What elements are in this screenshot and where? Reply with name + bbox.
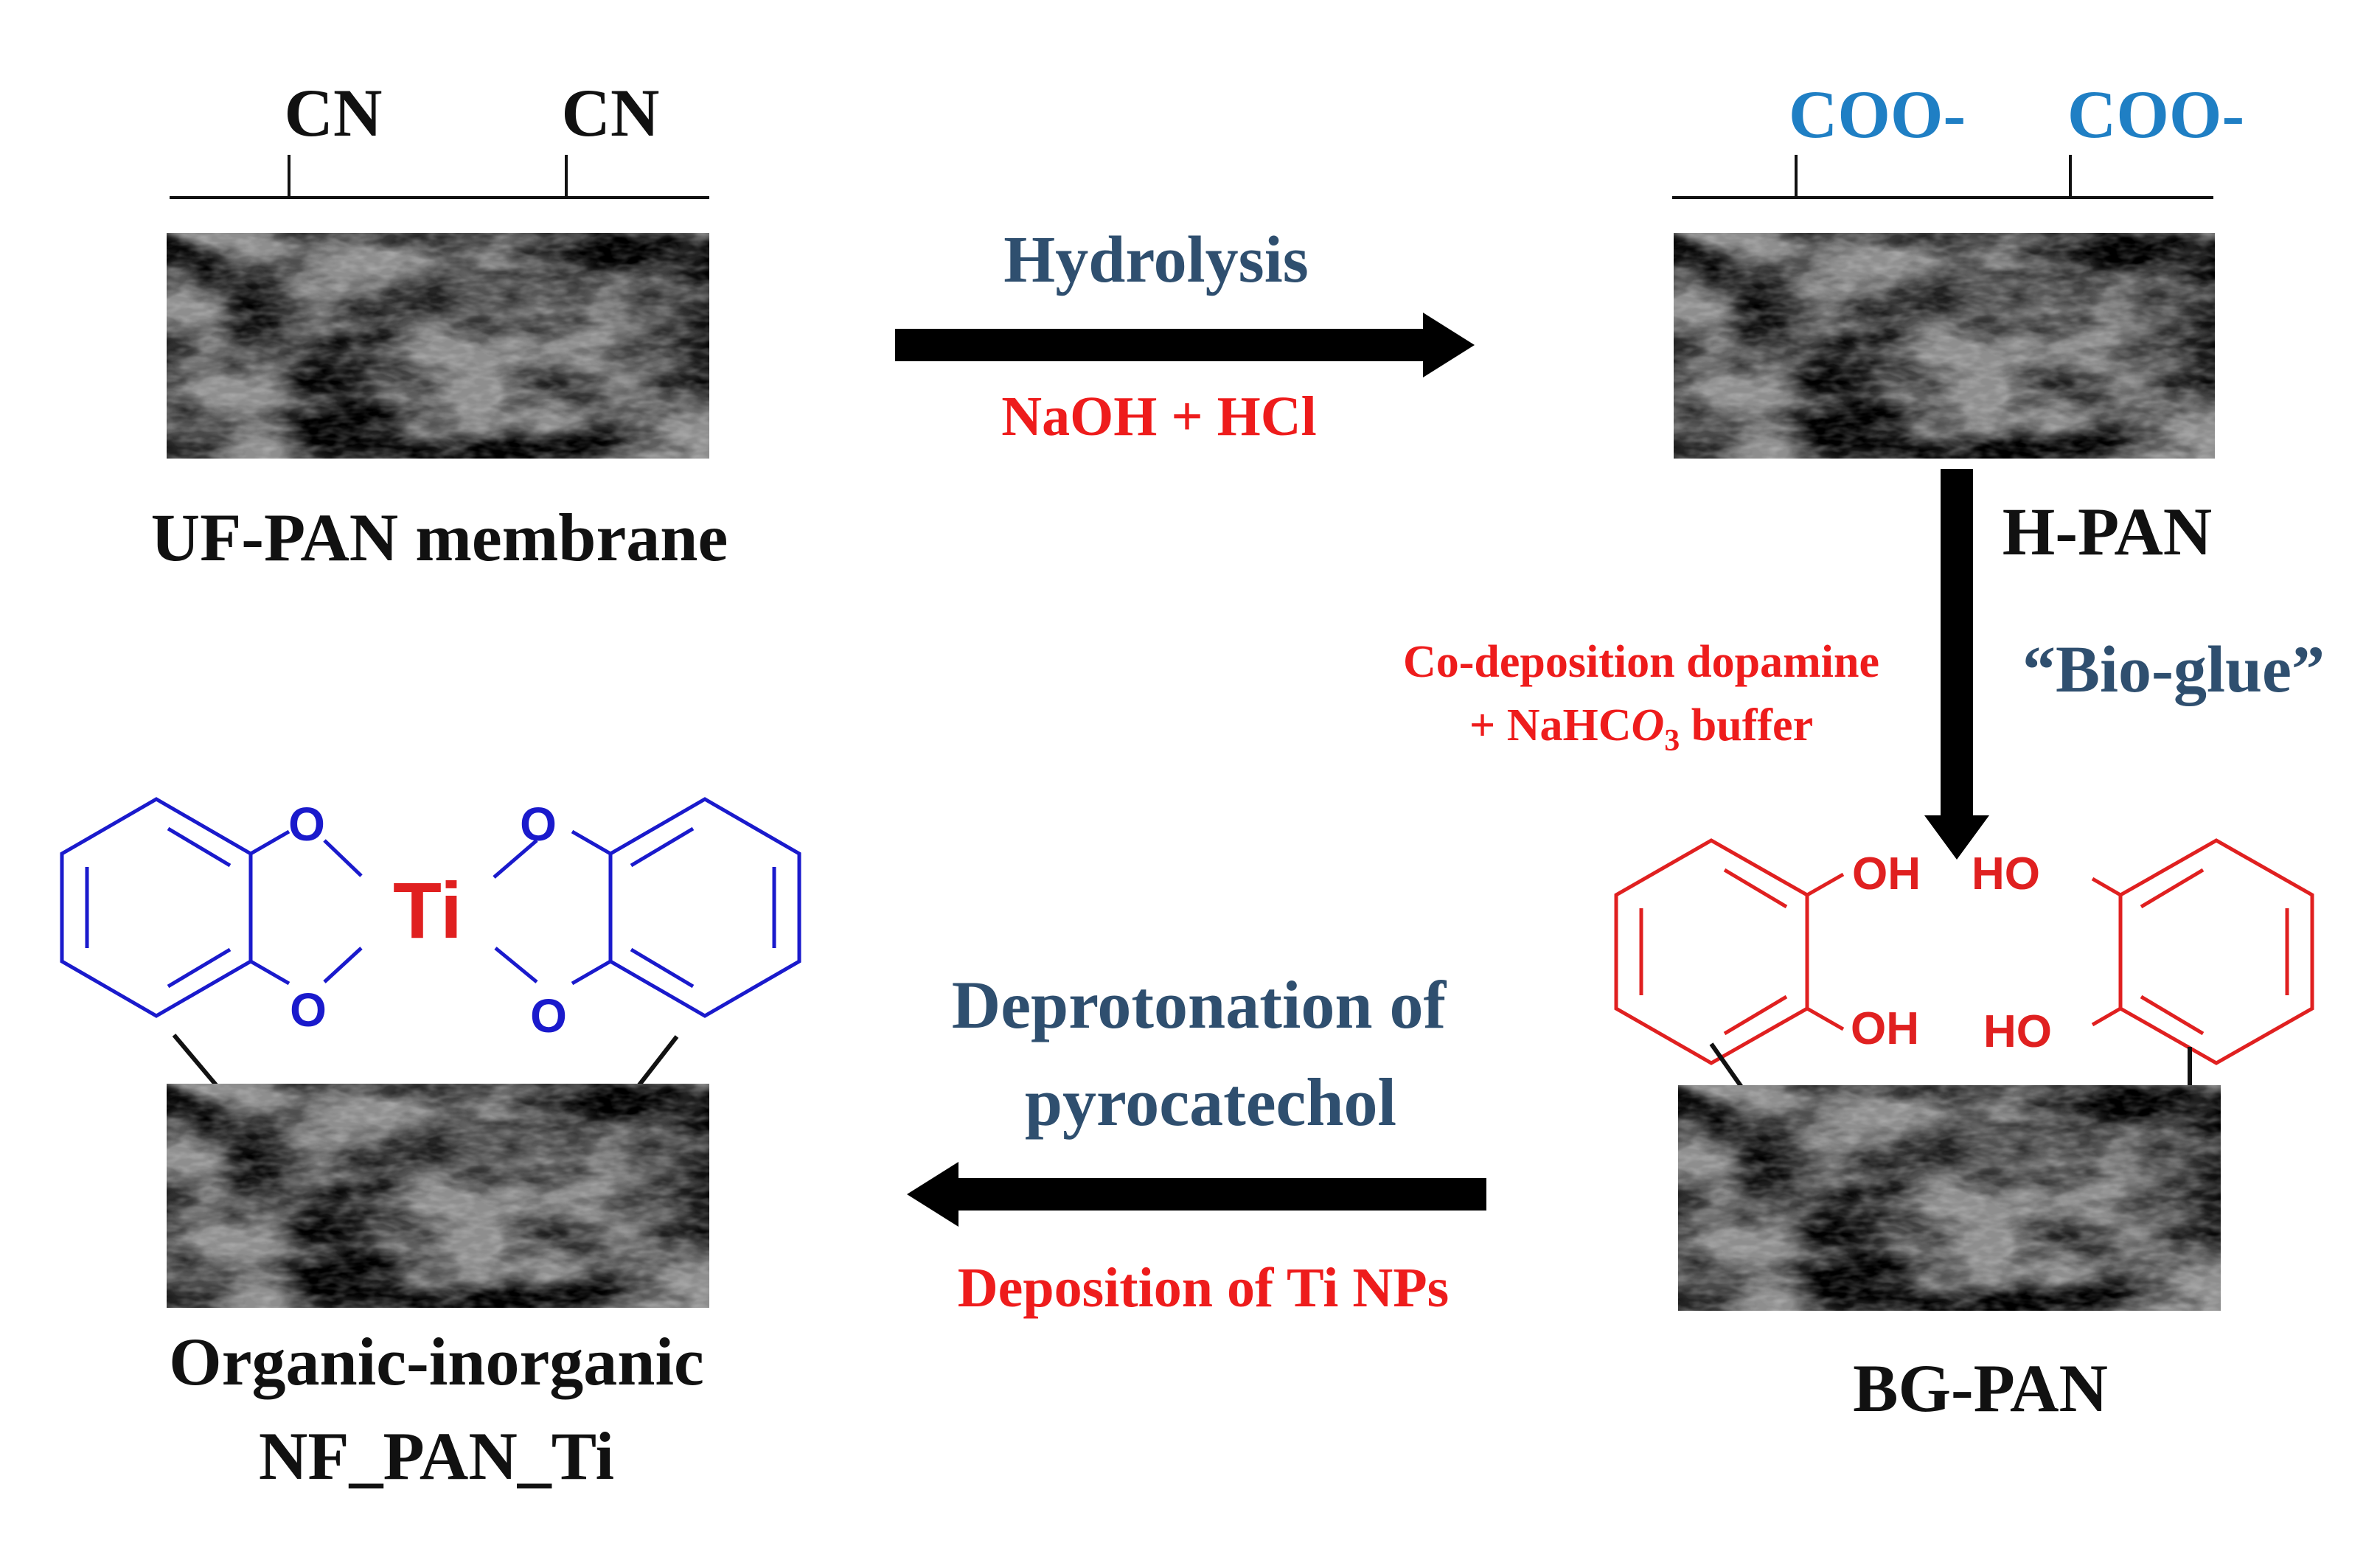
- catechol-ring-right: [2091, 838, 2314, 1065]
- step-title: Deprotonation of: [952, 967, 1447, 1042]
- step-title: pyrocatechol: [1025, 1065, 1396, 1140]
- hydroxyl-label: HO: [1972, 849, 2040, 899]
- reagent-label: Deposition of Ti NPs: [958, 1257, 1450, 1319]
- phenyl-ring-right: [493, 797, 801, 1018]
- reagent-label: NaOH + HCl: [1001, 386, 1317, 447]
- hydrolysis-step: Hydrolysis NaOH + HCl: [895, 223, 1475, 447]
- hydroxyl-label: OH: [1851, 1003, 1919, 1054]
- membrane-image: [167, 1084, 709, 1308]
- cn-group-label: CN: [562, 75, 660, 150]
- hydroxyl-label: OH: [1852, 849, 1921, 899]
- membrane-label: UF-PAN membrane: [151, 500, 728, 575]
- membrane-label: Organic-inorganic: [169, 1324, 704, 1399]
- h-pan-panel: COO- COO- H-PAN: [1672, 77, 2244, 569]
- oxygen-label: O: [290, 983, 327, 1037]
- membrane-image: [167, 233, 709, 459]
- left-arrow: [907, 1162, 1486, 1227]
- anchor-bond: [172, 1034, 223, 1093]
- carboxylate-group-label: COO-: [2067, 77, 2244, 152]
- deprotonation-step: Deprotonation of pyrocatechol Deposition…: [907, 967, 1486, 1319]
- membrane-image: [1678, 1085, 2221, 1311]
- uf-pan-panel: CN CN UF-PAN membrane: [151, 75, 728, 575]
- catechol-ring-left: [1614, 838, 1845, 1065]
- carboxylate-group-label: COO-: [1789, 77, 1966, 152]
- titanium-label: Ti: [393, 865, 462, 955]
- hydroxyl-label: HO: [1983, 1006, 2052, 1057]
- anchor-bond: [633, 1035, 679, 1091]
- membrane-image: [1674, 233, 2215, 459]
- membrane-label: H-PAN: [2003, 494, 2212, 569]
- reagent-label: Co-deposition dopamine: [1403, 637, 1879, 687]
- reagent-label: + NaHCO3 buffer: [1469, 700, 1813, 758]
- oxygen-label: O: [520, 798, 557, 851]
- membrane-label: BG-PAN: [1853, 1351, 2108, 1426]
- bioglue-step: “Bio-glue” Co-deposition dopamine + NaHC…: [1403, 469, 2325, 860]
- cn-group-label: CN: [285, 75, 383, 150]
- step-title: “Bio-glue”: [2022, 633, 2325, 706]
- nf-pan-ti-panel: O O O O Ti Organic-inorganic NF_PAN_Ti: [60, 797, 801, 1494]
- step-title: Hydrolysis: [1003, 223, 1308, 296]
- bg-pan-panel: OH OH HO HO BG-PAN: [1614, 838, 2314, 1426]
- oxygen-label: O: [288, 798, 325, 851]
- down-arrow: [1924, 469, 1989, 860]
- oxygen-label: O: [530, 989, 567, 1042]
- membrane-label: NF_PAN_Ti: [259, 1418, 614, 1494]
- right-arrow: [895, 313, 1475, 377]
- phenyl-ring-left: [60, 797, 363, 1018]
